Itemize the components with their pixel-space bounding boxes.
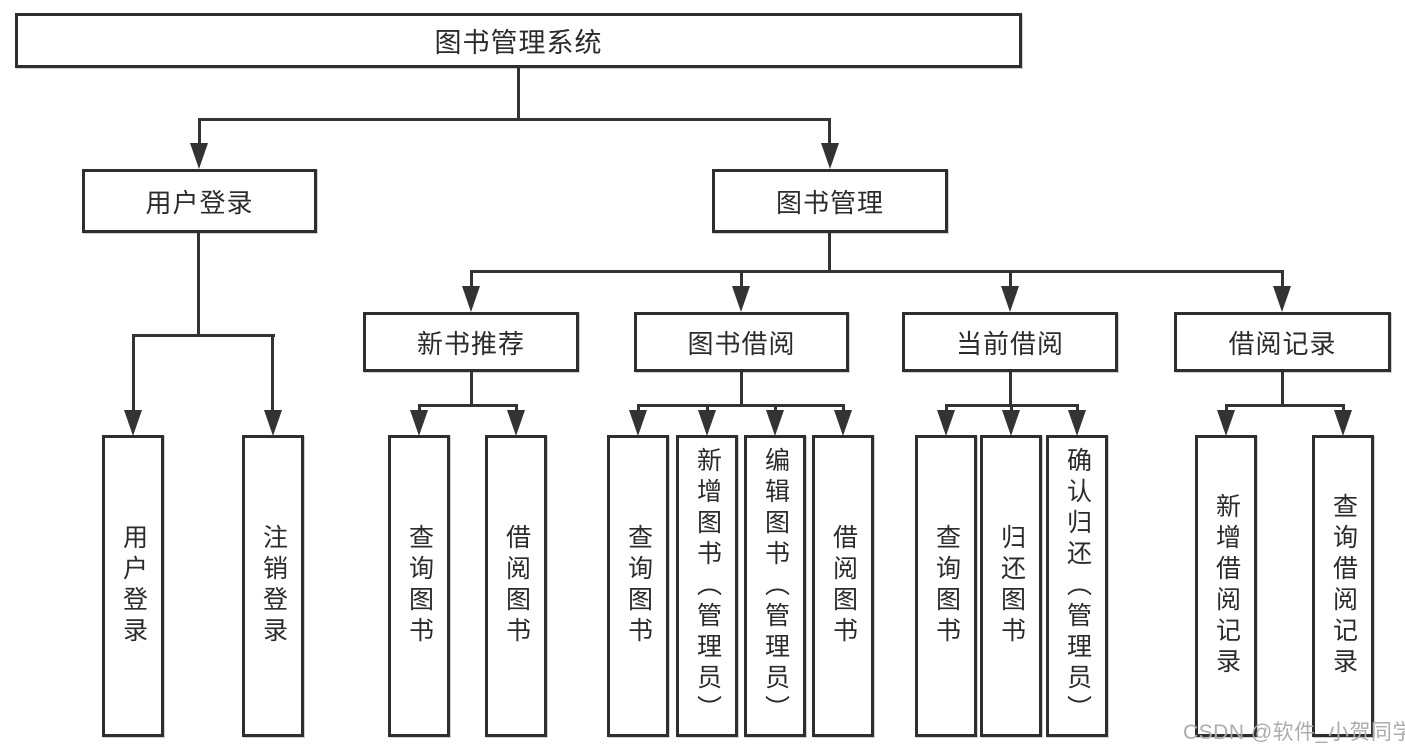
node-book-management: 图书管理: [712, 169, 948, 233]
connector-drop-leaf-user-login: [132, 334, 135, 412]
arrow-down-icon: [462, 286, 480, 312]
arrow-down-icon: [629, 410, 647, 436]
arrow-down-icon: [1273, 286, 1291, 312]
leaf-borrow-books: 借阅图书: [812, 435, 874, 737]
connector-drop-new-book: [470, 270, 473, 288]
connector-book-borrow-stem: [740, 372, 743, 407]
leaf-add-book-admin-label: 新增图书（管理员）: [693, 446, 722, 726]
leaf-user-login-label: 用户登录: [119, 524, 148, 648]
node-library-system: 图书管理系统: [15, 13, 1022, 68]
leaf-add-book-admin: 新增图书（管理员）: [676, 435, 738, 737]
leaf-borrow-books-recommend-label: 借阅图书: [502, 524, 531, 648]
leaf-confirm-return-admin: 确认归还（管理员）: [1046, 435, 1108, 737]
connector-drop: [1342, 404, 1345, 412]
connector-drop: [774, 404, 777, 412]
arrow-down-icon: [264, 410, 282, 436]
connector-drop-user-login: [198, 118, 201, 145]
leaf-query-books-recommend-label: 查询图书: [405, 524, 434, 648]
leaf-query-borrow-record-label: 查询借阅记录: [1329, 493, 1358, 679]
node-current-borrow-label: 当前借阅: [955, 328, 1064, 359]
connector-drop: [637, 404, 640, 412]
arrow-down-icon: [698, 410, 716, 436]
connector-drop-leaf-logout: [271, 334, 274, 412]
arrow-down-icon: [732, 286, 750, 312]
connector-drop: [1225, 404, 1228, 412]
arrow-down-icon: [1068, 410, 1086, 436]
arrow-down-icon: [834, 410, 852, 436]
connector-book-management-rail: [470, 270, 1284, 273]
connector-drop: [418, 404, 421, 412]
leaf-query-books-borrow-label: 查询图书: [624, 524, 653, 648]
node-library-system-label: 图书管理系统: [434, 28, 603, 58]
arrow-down-icon: [410, 410, 428, 436]
leaf-borrow-books-label: 借阅图书: [829, 524, 858, 648]
leaf-user-login: 用户登录: [102, 435, 164, 737]
arrow-down-icon: [124, 410, 142, 436]
connector-drop: [842, 404, 845, 412]
connector-new-book-stem: [470, 372, 473, 407]
connector-drop: [515, 404, 518, 412]
connector-drop: [945, 404, 948, 412]
node-current-borrow: 当前借阅: [902, 312, 1118, 372]
leaf-query-books-borrow: 查询图书: [607, 435, 669, 737]
arrow-down-icon: [821, 143, 839, 169]
leaf-add-borrow-record: 新增借阅记录: [1195, 435, 1257, 737]
arrow-down-icon: [1334, 410, 1352, 436]
connector-drop: [1076, 404, 1079, 412]
connector-root-stem: [517, 68, 520, 121]
node-book-management-label: 图书管理: [775, 187, 884, 218]
leaf-query-books-recommend: 查询图书: [388, 435, 450, 737]
connector-book-borrow-rail: [637, 404, 845, 407]
leaf-edit-book-admin-label: 编辑图书（管理员）: [761, 446, 790, 726]
leaf-query-books-current: 查询图书: [915, 435, 977, 737]
connector-current-borrow-stem: [1009, 372, 1012, 407]
leaf-query-borrow-record: 查询借阅记录: [1312, 435, 1374, 737]
arrow-down-icon: [1001, 286, 1019, 312]
connector-borrow-records-rail: [1225, 404, 1345, 407]
node-book-borrow-label: 图书借阅: [687, 328, 796, 359]
connector-drop-book-borrow: [740, 270, 743, 288]
arrow-down-icon: [507, 410, 525, 436]
node-borrow-records: 借阅记录: [1174, 312, 1391, 372]
csdn-watermark: CSDN @软件_小贺同学: [1183, 721, 1405, 744]
arrow-down-icon: [937, 410, 955, 436]
node-user-login: 用户登录: [82, 169, 317, 233]
node-new-book-recommend: 新书推荐: [363, 312, 579, 372]
leaf-logout-label: 注销登录: [259, 524, 288, 648]
connector-drop-current-borrow: [1009, 270, 1012, 288]
connector-new-book-rail: [418, 404, 518, 407]
arrow-down-icon: [1217, 410, 1235, 436]
leaf-return-book-label: 归还图书: [997, 524, 1026, 648]
connector-drop: [1010, 404, 1013, 412]
connector-user-login-stem: [197, 233, 200, 337]
leaf-add-borrow-record-label: 新增借阅记录: [1212, 493, 1241, 679]
leaf-borrow-books-recommend: 借阅图书: [485, 435, 547, 737]
arrow-down-icon: [1002, 410, 1020, 436]
node-book-borrow: 图书借阅: [634, 312, 849, 372]
node-user-login-label: 用户登录: [145, 187, 254, 218]
connector-user-login-rail: [132, 334, 275, 337]
node-new-book-recommend-label: 新书推荐: [416, 328, 525, 359]
connector-borrow-records-stem: [1281, 372, 1284, 407]
leaf-confirm-return-admin-label: 确认归还（管理员）: [1063, 446, 1092, 726]
connector-drop-book-management: [828, 118, 831, 145]
leaf-return-book: 归还图书: [980, 435, 1042, 737]
arrow-down-icon: [190, 143, 208, 169]
arrow-down-icon: [766, 410, 784, 436]
connector-root-rail: [198, 118, 831, 121]
leaf-query-books-current-label: 查询图书: [932, 524, 961, 648]
node-borrow-records-label: 借阅记录: [1228, 328, 1337, 359]
leaf-logout: 注销登录: [242, 435, 304, 737]
leaf-edit-book-admin: 编辑图书（管理员）: [744, 435, 806, 737]
connector-book-management-stem: [828, 233, 831, 273]
connector-drop: [706, 404, 709, 412]
connector-drop-borrow-records: [1281, 270, 1284, 288]
